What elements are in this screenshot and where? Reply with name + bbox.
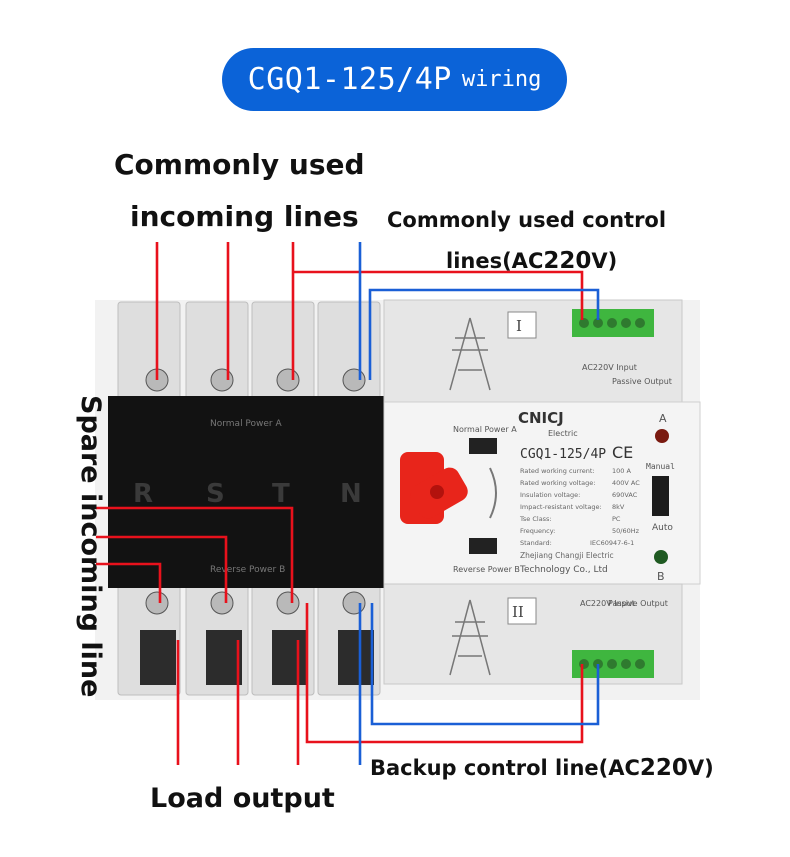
blue-wires	[358, 242, 600, 765]
title-banner: CGQ1-125/4P wiring	[222, 48, 567, 111]
window-b	[469, 538, 497, 554]
wire-ctl-r	[293, 270, 584, 320]
reverse-power-label: Reverse Power B	[210, 565, 285, 575]
control-label-voltage: 220	[543, 248, 592, 274]
cable-clamp	[206, 630, 242, 685]
control-label-line1: Commonly used control	[387, 208, 667, 232]
spec-v-3: 8kV	[612, 503, 625, 511]
wire-backup-n	[370, 603, 600, 726]
backup-label-pre: Backup control line(AC	[370, 756, 640, 780]
load-output-label: Load output	[150, 783, 335, 814]
module-top-passive: Passive Output	[612, 377, 672, 386]
module-bottom-badge	[507, 597, 537, 625]
window-a	[469, 438, 497, 454]
spec-k-4: Tse Class:	[519, 515, 552, 523]
maker-line1: Zhejiang Changji Electric	[520, 551, 614, 560]
spec-v-6: IEC60947-6-1	[590, 539, 634, 547]
spec-k-1: Rated working voltage:	[520, 479, 595, 487]
spec-k-5: Frequency:	[520, 527, 555, 535]
indicator-a-lamp	[655, 429, 669, 443]
rotary-handle-icon	[400, 452, 468, 524]
manual-auto-switch	[652, 476, 669, 516]
backup-label-post: V)	[687, 756, 714, 780]
controller-model: CGQ1-125/4P	[520, 447, 606, 462]
cable-clamp	[338, 630, 374, 685]
pylon-icon	[449, 599, 491, 676]
screw	[342, 591, 366, 615]
control-label-pre: lines(AC	[446, 249, 544, 273]
phase-s: S	[206, 479, 225, 509]
cable-clamp	[140, 630, 176, 685]
screw	[342, 368, 366, 392]
spec-k-0: Rated working current:	[520, 467, 595, 475]
pylon-icon	[449, 317, 491, 391]
switch-body-black	[108, 396, 386, 588]
wire-spare-2	[96, 535, 228, 603]
screw	[276, 368, 300, 392]
spec-v-0: 100 A	[612, 467, 631, 475]
title-model: CGQ1-125/4P	[247, 62, 452, 97]
phase-r: R	[133, 479, 153, 509]
incoming-label-line1: Commonly used	[114, 148, 365, 181]
phase-n: N	[340, 479, 362, 509]
wire-backup-r	[305, 603, 584, 744]
backup-label-voltage: 220	[639, 755, 688, 781]
normal-power-label: Normal Power A	[210, 419, 282, 429]
indicator-b-lamp	[654, 550, 668, 564]
spec-table: Rated working current: 100 A Rated workin…	[519, 467, 640, 547]
green-terminal-bottom-screws	[579, 659, 645, 669]
spec-v-1: 400V AC	[612, 479, 640, 487]
ce-mark: CE	[612, 443, 633, 462]
wire-spare-3	[96, 562, 162, 603]
module-bottom-input: AC220V Input	[580, 599, 635, 608]
incoming-label-line2: incoming lines	[130, 200, 359, 233]
green-terminal-top-screws	[579, 318, 645, 328]
module-bottom-number: II	[512, 603, 524, 621]
control-label-post: V)	[591, 249, 618, 273]
rotate-arrow-icon	[489, 467, 497, 519]
red-wires	[96, 242, 584, 765]
controller-reverse-power: Reverse Power B	[453, 565, 520, 574]
control-label-line2: lines(AC220V)	[446, 248, 617, 274]
indicator-b-label: B	[657, 570, 665, 583]
brand-sub: Electric	[548, 429, 578, 438]
manual-label: Manual	[646, 462, 675, 471]
cable-clamp	[272, 630, 308, 685]
spec-k-6: Standard:	[520, 539, 552, 547]
title-wiring: wiring	[461, 67, 542, 92]
screw	[276, 591, 300, 615]
indicator-a-label: A	[659, 412, 667, 425]
screw	[210, 368, 234, 392]
wire-spare-1	[96, 506, 294, 603]
maker-line2: Technology Co., Ltd	[519, 565, 608, 575]
module-top-badge	[507, 311, 537, 339]
module-bottom-passive: Passive Output	[608, 599, 668, 608]
spec-v-2: 690VAC	[612, 491, 638, 499]
wire-ctl-n	[368, 288, 600, 380]
spec-k-3: Impact-resistant voltage:	[520, 503, 602, 511]
brand-logo: CNICJ	[518, 409, 564, 427]
auto-label: Auto	[652, 523, 673, 533]
spec-k-2: Insulation voltage:	[520, 491, 580, 499]
controller-normal-power: Normal Power A	[453, 425, 517, 434]
spec-v-4: PC	[612, 515, 621, 523]
bottom-screws	[140, 591, 374, 685]
spare-incoming-label: Spare incoming line	[75, 395, 106, 698]
spec-v-5: 50/60Hz	[612, 527, 640, 535]
screw	[210, 591, 234, 615]
module-top-number: I	[516, 317, 522, 335]
screw	[145, 591, 169, 615]
module-top-input: AC220V Input	[582, 363, 637, 372]
phase-t: T	[272, 479, 290, 509]
backup-control-label: Backup control line(AC220V)	[370, 755, 714, 781]
